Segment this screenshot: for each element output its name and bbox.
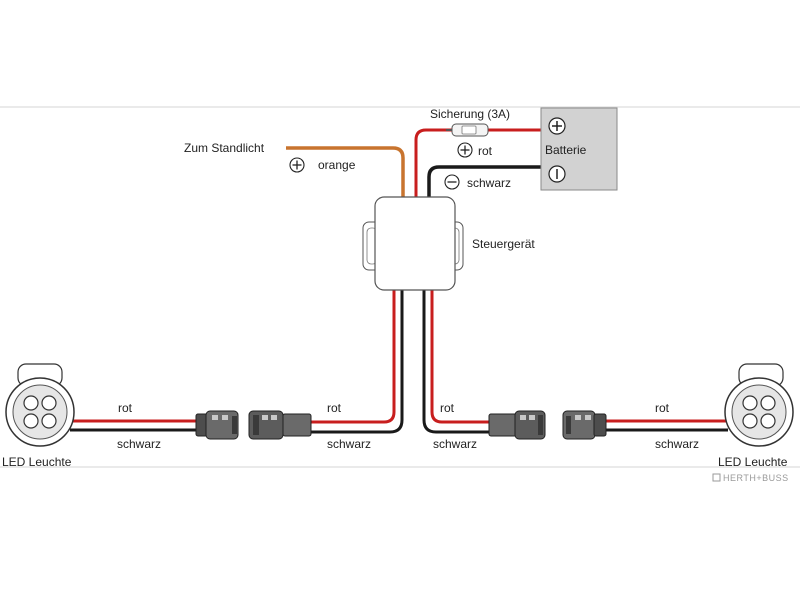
right-lamp-black-label: schwarz [655,437,699,451]
brand-watermark: HERTH+BUSS [712,473,789,483]
fuse-holder [446,123,489,137]
to-sidelight-label: Zum Standlicht [184,141,265,155]
left-output-red-label: rot [327,401,342,415]
battery-label: Batterie [545,143,587,157]
control-unit-label: Steuergerät [472,237,535,251]
right-lamp-red-label: rot [655,401,670,415]
left-output-black-label: schwarz [327,437,371,451]
watermark-text: HERTH+BUSS [723,473,789,483]
led-lamp-left-label: LED Leuchte [2,455,72,469]
battery-minus-icon [548,165,566,183]
led-lamp-right [724,363,794,447]
left-lamp-black-label: schwarz [117,437,161,451]
black-wire-battery [427,165,541,197]
right-output-red-wire [430,290,493,424]
battery-plus-icon [548,117,566,135]
led-lamp-right-label: LED Leuchte [718,455,788,469]
right-output-red-label: rot [440,401,455,415]
connector-left-lamp-plug [195,410,239,440]
battery: Batterie [540,107,618,191]
fuse-label: Sicherung (3A) [430,107,510,121]
black-wire-label-top: schwarz [467,176,511,190]
left-lamp-red-label: rot [118,401,133,415]
orange-wire-label: orange [318,158,356,172]
connector-right-lamp-plug [562,410,607,440]
control-unit [362,196,464,291]
red-plus-icon [457,142,473,158]
right-output-black-wire [422,290,493,434]
right-output-black-label: schwarz [433,437,477,451]
orange-wire [286,146,405,197]
led-lamp-left [5,363,75,447]
red-wire-fuse [414,128,452,197]
red-wire-label-top: rot [478,144,493,158]
connector-left-control-socket [248,410,312,440]
left-output-red-wire [309,290,396,424]
connector-right-control-socket [488,410,546,440]
black-minus-icon [444,174,460,190]
left-output-black-wire [309,290,404,434]
orange-plus-icon [289,157,305,173]
